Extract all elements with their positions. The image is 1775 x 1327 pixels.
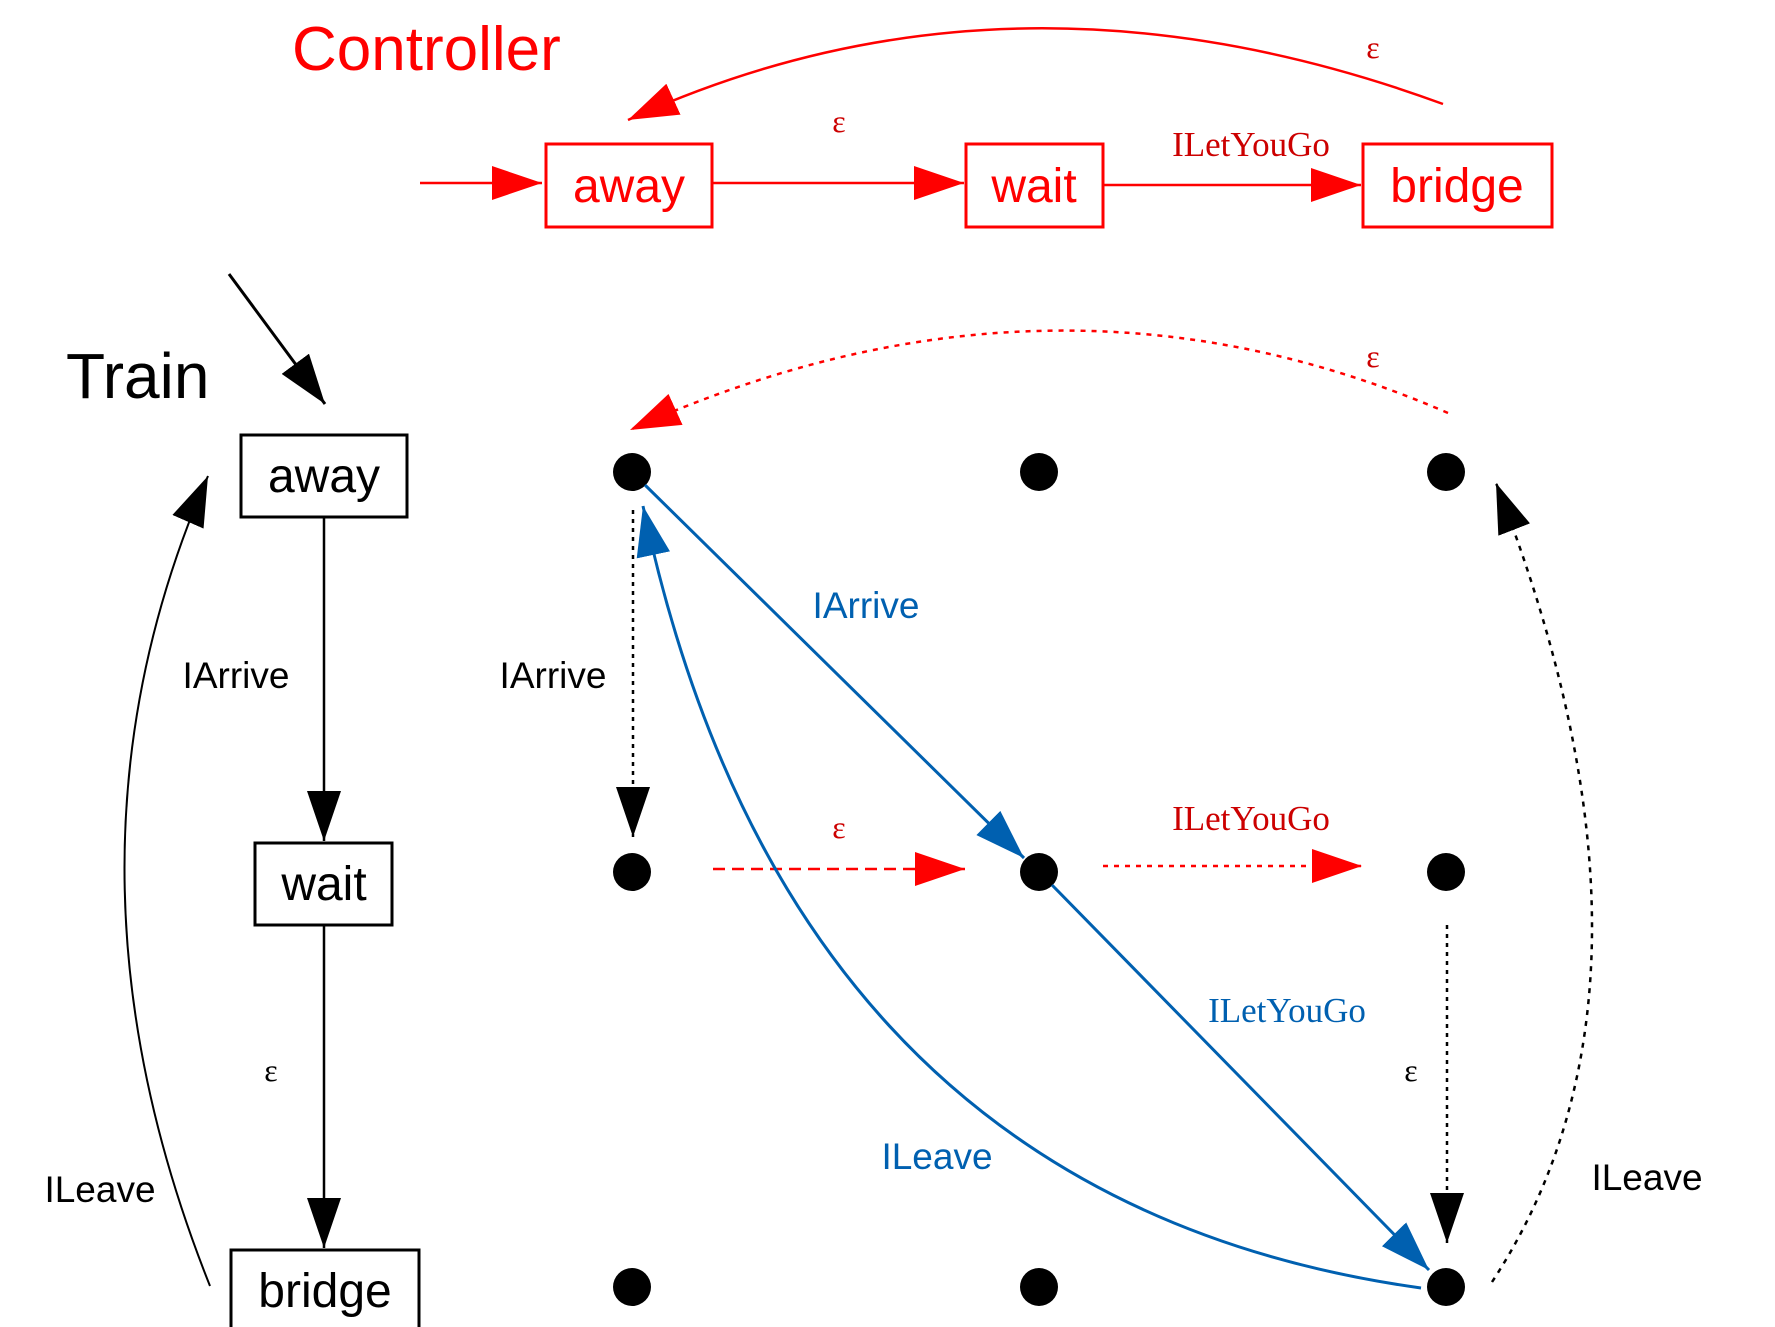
product-node-wait-wait (1020, 853, 1058, 891)
controller-state-bridge-label: bridge (1390, 160, 1523, 213)
product-edge-blue-letyougo (1050, 883, 1431, 1272)
controller-edge-wait-bridge-label: ILetYouGo (1172, 125, 1330, 164)
product-node-wait-bridge (1427, 853, 1465, 891)
train-state-wait-label: wait (280, 858, 366, 911)
product-node-away-away (613, 453, 651, 491)
train-edge-away-wait-label: IArrive (183, 655, 290, 696)
controller-title: Controller (292, 15, 561, 84)
controller-state-wait: wait (964, 142, 1105, 229)
product-node-away-bridge (1427, 453, 1465, 491)
controller-state-bridge: bridge (1361, 142, 1554, 229)
train-initial-arrow (227, 273, 327, 405)
product-node-away-wait (1020, 453, 1058, 491)
product-edge-black-right-leave (1490, 482, 1594, 1283)
train-state-bridge: bridge (229, 1248, 421, 1327)
controller-state-away: away (544, 142, 714, 229)
product-edge-blue-arrive (643, 483, 1026, 860)
product-node-bridge-bridge (1427, 1268, 1465, 1306)
product-red-mid-epsilon-label: ε (832, 809, 845, 845)
train-edge-bridge-away (123, 475, 211, 1287)
controller-edge-away-wait-label: ε (832, 103, 845, 139)
train-title: Train (66, 340, 209, 412)
train-state-wait: wait (253, 841, 394, 927)
product-blue-letyougo-label: ILetYouGo (1208, 991, 1366, 1030)
product-node-bridge-away (613, 1268, 651, 1306)
train-edge-wait-bridge-label: ε (264, 1052, 277, 1088)
train-machine: Train away wait bridge IArrive ε ILeave (44, 273, 421, 1327)
train-state-bridge-label: bridge (258, 1265, 391, 1318)
product-red-mid-letyougo-label: ILetYouGo (1172, 799, 1330, 838)
train-edge-bridge-away-label: ILeave (44, 1169, 155, 1210)
train-state-away-label: away (268, 450, 380, 503)
controller-edge-bridge-away-label: ε (1366, 29, 1379, 65)
product-blue-arrive-label: IArrive (813, 585, 920, 626)
product-blue-leave-label: ILeave (881, 1136, 992, 1177)
product-red-top-epsilon-label: ε (1366, 338, 1379, 374)
product-node-wait-away (613, 853, 651, 891)
product-black-right-leave-label: ILeave (1591, 1157, 1702, 1198)
controller-machine: Controller away wait bridge ε ILetYouGo … (292, 15, 1554, 229)
controller-state-wait-label: wait (990, 160, 1076, 213)
product-node-bridge-wait (1020, 1268, 1058, 1306)
product-machine: ε ε ILetYouGo IArrive ε ILeave IArrive I… (500, 329, 1703, 1306)
product-black-left-arrive-label: IArrive (500, 655, 607, 696)
controller-state-away-label: away (573, 160, 685, 213)
product-edge-red-top-epsilon (629, 329, 1449, 432)
train-state-away: away (239, 433, 409, 519)
product-edge-blue-leave (636, 505, 1422, 1290)
product-black-right-epsilon-label: ε (1404, 1052, 1417, 1088)
controller-edge-bridge-away (627, 27, 1444, 122)
